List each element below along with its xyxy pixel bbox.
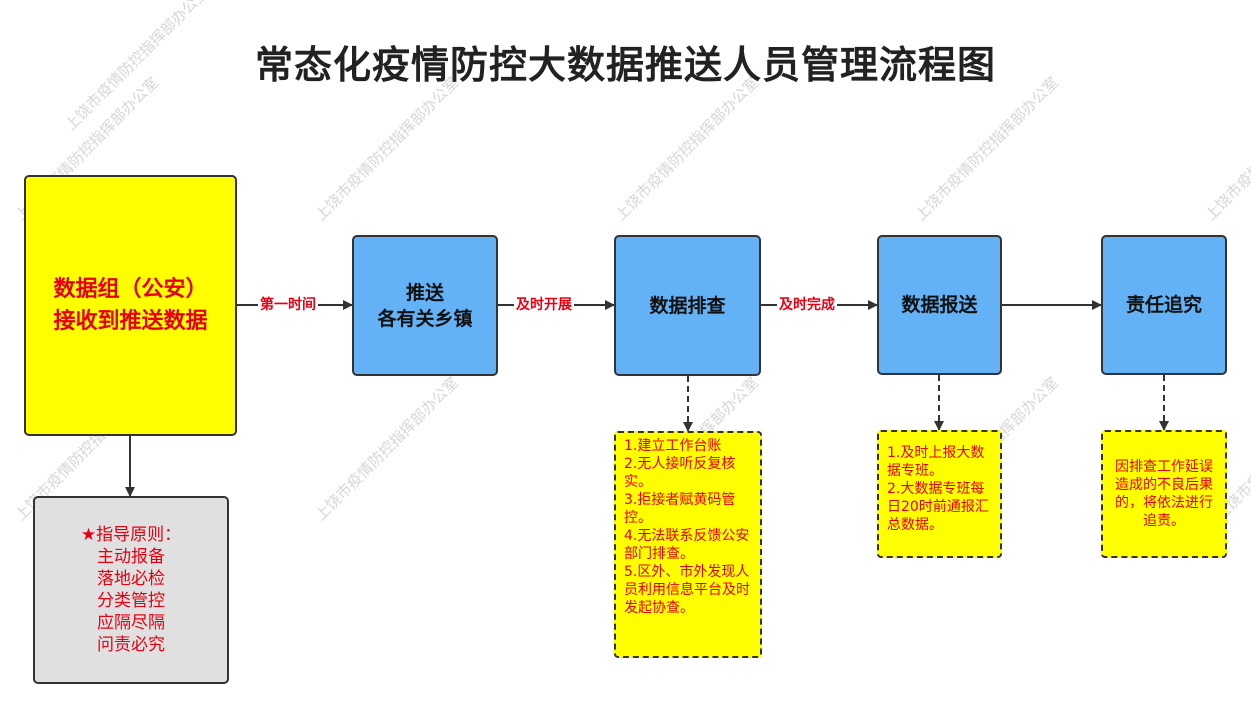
node-data-group-source: 数据组（公安） 接收到推送数据 xyxy=(24,175,237,436)
node-data-check: 数据排查 xyxy=(614,235,761,376)
note-accountability: 因排查工作延误造成的不良后果的，将依法进行追责。 xyxy=(1101,430,1227,558)
node-label: 推送 各有关乡镇 xyxy=(377,281,473,330)
node-push-to-townships: 推送 各有关乡镇 xyxy=(352,235,498,376)
edge-label-timely-finish: 及时完成 xyxy=(777,296,837,314)
note-accountability-text: 因排查工作延误造成的不良后果的，将依法进行追责。 xyxy=(1115,459,1213,529)
node-accountability: 责任追究 xyxy=(1101,235,1227,375)
node-label: 数据组（公安） 接收到推送数据 xyxy=(53,276,208,334)
node-label: 数据排查 xyxy=(649,294,726,317)
principles-text: ★指导原则： 主动报备 落地必检 分类管控 应隔尽隔 问责必究 xyxy=(80,525,182,655)
note-check-steps: 1.建立工作台账 2.无人接听反复核实。 3.拒接者赋黄码管控。 4.无法联系反… xyxy=(614,431,762,658)
node-label: 责任追究 xyxy=(1125,294,1202,316)
node-label: 数据报送 xyxy=(901,294,978,316)
edge-label-timely-start: 及时开展 xyxy=(514,296,574,314)
principles-box: ★指导原则： 主动报备 落地必检 分类管控 应隔尽隔 问责必究 xyxy=(33,496,229,684)
page-title: 常态化疫情防控大数据推送人员管理流程图 xyxy=(254,43,996,87)
edge-label-first-time: 第一时间 xyxy=(258,296,318,314)
node-data-report: 数据报送 xyxy=(877,235,1002,375)
note-report-steps: 1.及时上报大数据专班。 2.大数据专班每日20时前通报汇总数据。 xyxy=(877,430,1002,558)
